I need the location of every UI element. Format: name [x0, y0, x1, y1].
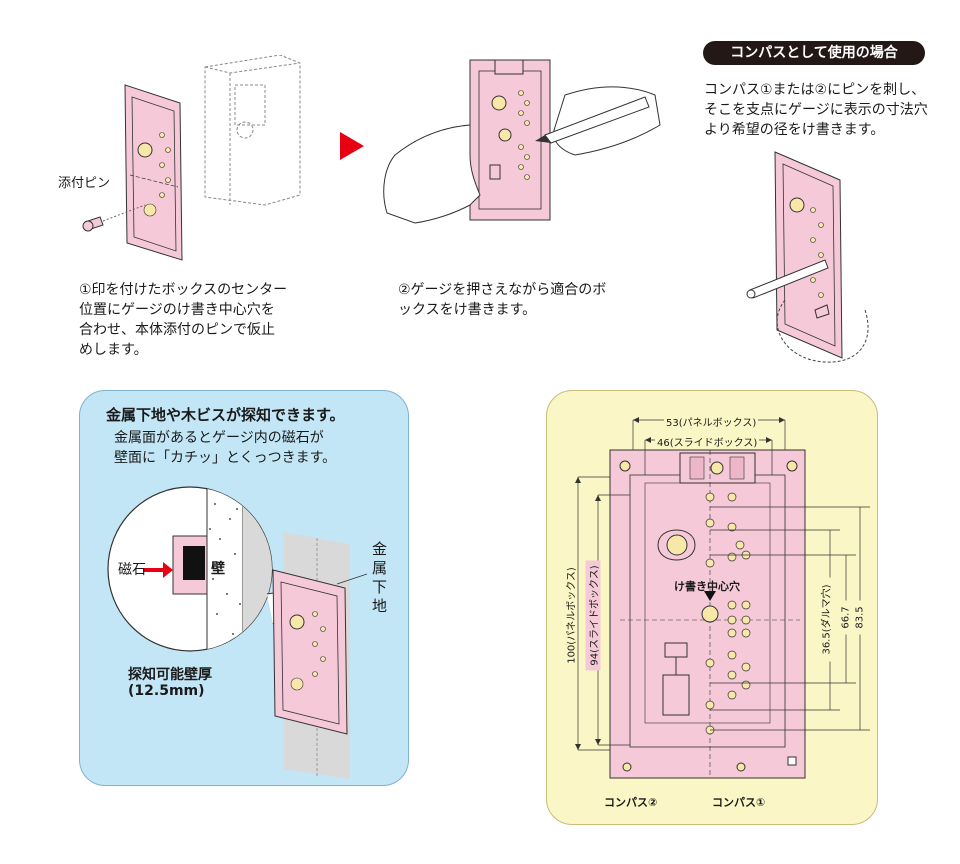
step2-caption: ②ゲージを押さえながら適合のボ ックスをけ書きます。 — [398, 282, 607, 318]
compass-2-label: コンパス② — [604, 796, 658, 809]
detect-body: 金属面があるとゲージ内の磁石が 壁面に「カチッ」とくっつきます。 — [114, 430, 337, 466]
wall-label: 壁 — [211, 561, 225, 577]
dim-panel-box-width: 53(パネルボックス) — [664, 414, 759, 429]
next-arrow-icon — [340, 132, 364, 160]
center-hole-label: け書き中心穴 — [674, 580, 740, 593]
pin-label: 添付ピン — [58, 176, 111, 191]
compass-illustration — [746, 151, 869, 363]
thickness-title: 探知可能壁厚 — [128, 667, 212, 683]
step2-illustration — [383, 59, 661, 224]
compass-title-badge: コンパスとして使用の場合 — [703, 41, 925, 65]
metal-stud-label: 金属下地 — [372, 540, 388, 615]
magnet-label: 磁石 — [118, 562, 146, 578]
thickness-value: (12.5mm) — [128, 683, 205, 699]
dim-66-7: 66.7 — [840, 600, 852, 635]
dim-slide-box-height: 94(スライドボックス) — [585, 560, 601, 671]
compass-caption: コンパス①または②にピンを刺し、 そこを支点にゲージに表示の寸法穴 より希望の径… — [704, 82, 928, 138]
dim-36-5: 36.5(ダルマ穴) — [817, 577, 833, 662]
detect-title: 金属下地や木ビスが探知できます。 — [106, 406, 345, 424]
step1-caption: ①印を付けたボックスのセンター 位置にゲージのけ書き中心穴を 合わせ、本体添付の… — [79, 282, 288, 358]
detect-illustration — [107, 486, 368, 779]
compass-1-label: コンパス① — [712, 796, 766, 809]
gauge-dimension-drawing — [575, 417, 870, 779]
dim-slide-box-width: 46(スライドボックス) — [655, 434, 760, 449]
dim-83-5: 83.5 — [854, 600, 866, 635]
step1-illustration — [82, 55, 301, 261]
dim-panel-box-height: 100(パネルボックス) — [562, 560, 578, 671]
